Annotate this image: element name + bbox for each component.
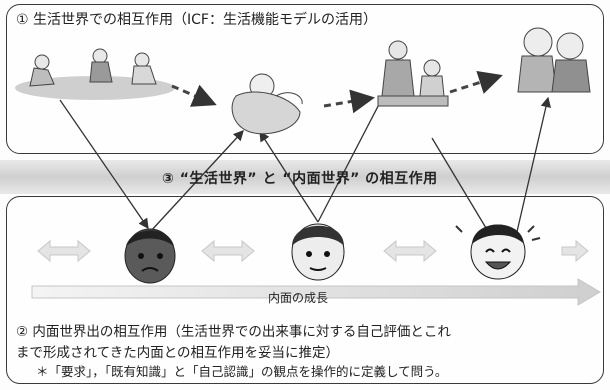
connector-line [431,137,493,240]
interaction-label: ③ “生活世界” と “内面世界” の相互作用 [162,171,438,187]
child-face-neutral [291,223,345,281]
connector-line [149,130,244,233]
connector-line [59,99,149,230]
top-panel-title: ① 生活世界での相互作用（ICF：生活機能モデルの活用） [16,12,377,28]
bottom-panel-note: ＊「要求」，「既有知識」と「自己認識」の観点を操作的に定義して問う。 [36,364,448,379]
growth-label: 内面の成長 [268,291,329,305]
connector-line [259,130,319,223]
scene-arrow-1 [171,84,217,107]
right-arrow-icon [561,239,589,263]
connector-lines [59,58,552,240]
child-face-frowning [124,228,176,284]
adult-and-child-illustration [377,40,449,107]
bottom-panel-description-line1: ② 内面世界出の相互作用（生活世界での出来事に対する自己評価とこれ [16,324,451,340]
double-arrow-icon [201,239,255,263]
interaction-band [0,160,610,194]
scene-arrow-2 [323,89,375,114]
double-arrow-icon [37,239,91,263]
children-wrestling-illustration [231,73,303,135]
connector-line [515,96,552,237]
double-arrow-icon [383,239,437,263]
children-playing-illustration [15,48,175,100]
two-children-illustration [517,27,591,93]
scene-arrow-3 [449,70,503,94]
growth-arrow [31,278,601,306]
child-face-happy [455,224,541,280]
bottom-panel-description-line2: まで形成されてきた内面との相互作用を妥当に推定） [16,345,340,361]
